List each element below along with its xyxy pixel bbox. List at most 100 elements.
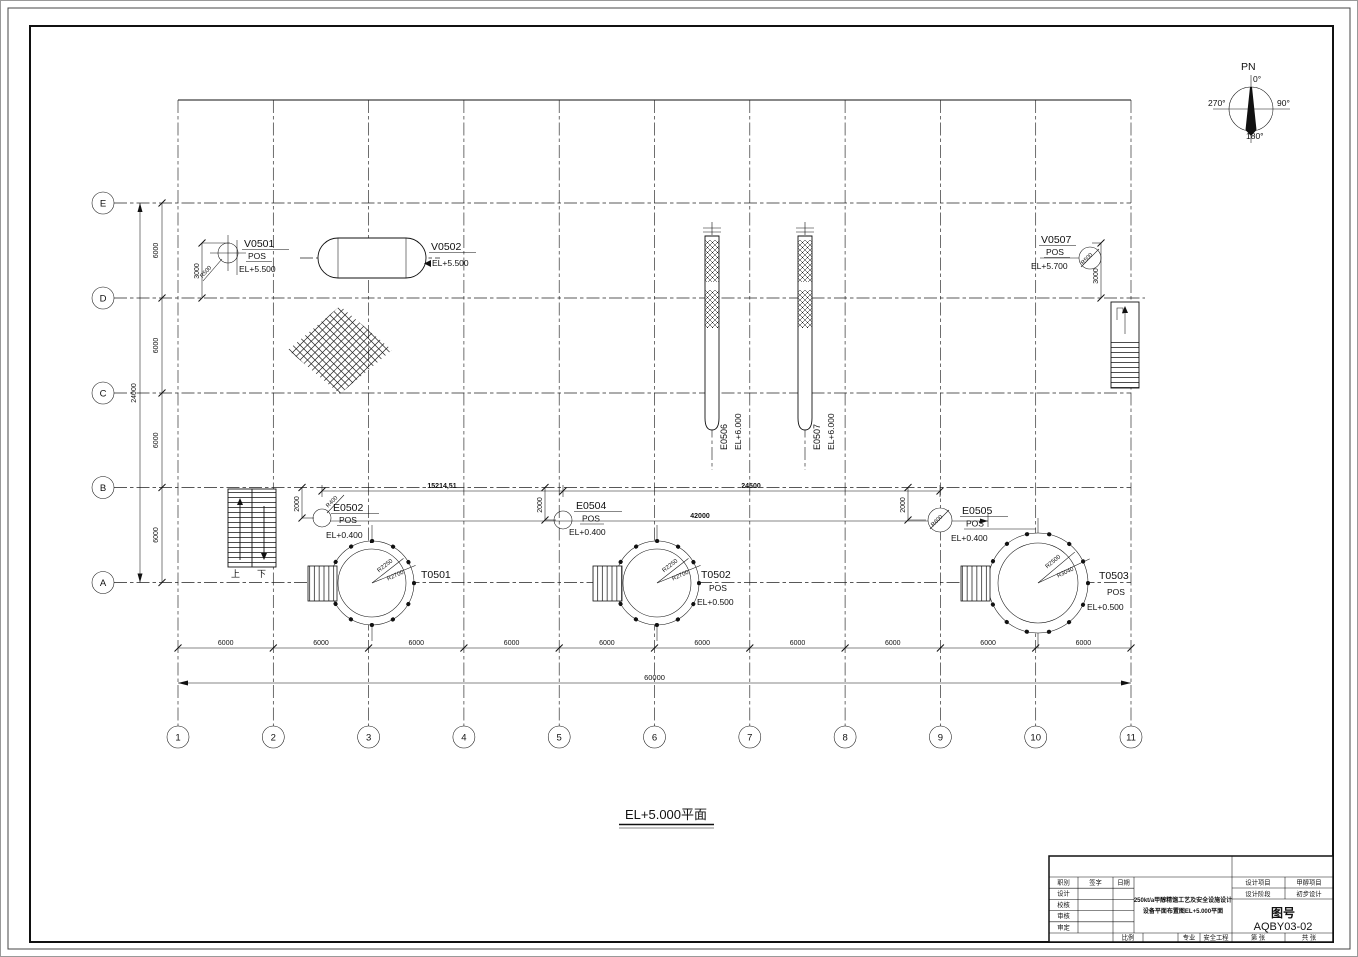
tb-sheet-total: 共 张 [1302, 933, 1317, 942]
tb-stage-value: 初步设计 [1296, 889, 1322, 898]
dim-42000: 42000 [690, 513, 710, 520]
equipment-v0502: V0502 EL+5.500 [300, 237, 476, 279]
e0506-el-label: EL+6.000 [733, 413, 743, 450]
col-dim: 6000 [1076, 640, 1092, 647]
drawing-caption: EL+5.000平面 [619, 807, 714, 829]
row-dim: 6000 [153, 243, 160, 259]
tb-row-check: 校核 [1057, 900, 1070, 909]
tb-project-title-line2: 设备平面布置图EL+5.000平面 [1143, 907, 1223, 915]
tb-row-approve: 审定 [1057, 922, 1070, 931]
tb-project-value: 甲醇项目 [1296, 878, 1321, 887]
e0506-tag: E0506 [719, 424, 729, 450]
e0505-el-label: EL+0.400 [951, 533, 988, 543]
e0507-tag: E0507 [812, 424, 822, 450]
column-bubble-label: 10 [1030, 733, 1041, 744]
tb-row-review: 审核 [1057, 911, 1070, 920]
title-block: 职别 签字 日期 设计 校核 审核 审定 250kt/a甲醇精馏工艺及安全设施设… [1048, 855, 1334, 943]
tb-drawing-no-label: 图号 [1271, 905, 1295, 920]
e0504-el-label: EL+0.400 [569, 527, 606, 537]
tb-stage-label: 设计阶段 [1245, 889, 1271, 898]
col-dim: 6000 [980, 640, 996, 647]
e0504-tag: E0504 [576, 500, 607, 512]
col-dim: 6000 [313, 640, 329, 647]
tb-project-label: 设计项目 [1245, 878, 1270, 887]
t0503-pos-label: POS [1107, 587, 1125, 597]
col-dim: 6000 [885, 640, 901, 647]
e0502-offset-dim: 2000 [294, 496, 301, 512]
t0502-tag: T0502 [701, 569, 731, 581]
compass-needle-icon [1245, 87, 1257, 136]
e0502-tag: E0502 [333, 502, 364, 514]
row-bubble-label: C [100, 389, 107, 400]
col-dim: 6000 [409, 640, 425, 647]
compass-90-label: 90° [1277, 98, 1290, 108]
column-bubble-label: 8 [842, 733, 847, 744]
compass-270-label: 270° [1208, 98, 1226, 108]
tb-header-date: 日期 [1117, 879, 1130, 887]
equipment-e0504: 2000 E0504 POS EL+0.400 [537, 483, 622, 537]
intermediate-dimensions: 15214,51 24500 42000 [318, 483, 989, 527]
row-dimension-chain: 6000 6000 6000 6000 24000 [131, 199, 166, 587]
dim-15214: 15214,51 [427, 483, 456, 490]
t0502-el-label: EL+0.500 [697, 597, 734, 607]
t0501-tag: T0501 [421, 569, 451, 581]
row-bubble-label: A [100, 578, 107, 589]
column-dimension-chain: 6000 6000 6000 6000 6000 6000 6000 6000 … [174, 640, 1135, 686]
v0507-offset-dim: 3000 [1093, 268, 1100, 284]
equipment-t0502: R2250 R2700 T0502 POS EL+0.500 [592, 525, 734, 641]
column-bubble-label: 9 [938, 733, 943, 744]
row-bubble-label: E [100, 199, 106, 210]
v0501-tag: V0501 [244, 238, 275, 250]
compass-180-label: 180° [1246, 131, 1264, 141]
hatched-floor-opening [288, 306, 392, 394]
col-dim: 6000 [694, 640, 710, 647]
e0504-offset-dim: 2000 [537, 497, 544, 513]
t0503-tag: T0503 [1099, 570, 1129, 582]
e0505-pos-label: POS [966, 519, 984, 529]
stair-down-label: 下 [257, 569, 266, 579]
e0505-tag: E0505 [962, 505, 993, 517]
equipment-e0507: E0507 EL+6.000 [796, 222, 836, 470]
tb-scale-label: 比例 [1122, 933, 1135, 942]
v0502-tag: V0502 [431, 241, 462, 253]
row-dim: 6000 [153, 432, 160, 448]
col-total-dim: 60000 [644, 673, 665, 682]
column-bubble-label: 3 [366, 733, 371, 744]
row-dim: 6000 [153, 527, 160, 543]
row-dim: 6000 [153, 338, 160, 354]
stair-left: 上 下 [227, 488, 277, 579]
tb-discipline-value: 安全工程 [1203, 933, 1229, 942]
tb-row-design: 设计 [1057, 889, 1070, 898]
compass-pn-label: PN [1241, 61, 1256, 73]
v0502-el-label: EL+5.500 [432, 258, 469, 268]
caption-text: EL+5.000平面 [625, 807, 707, 822]
tb-sheet-no: 第 张 [1251, 933, 1266, 942]
compass-0-label: 0° [1253, 74, 1261, 84]
tb-discipline-label: 专业 [1183, 933, 1196, 942]
t0503-el-label: EL+0.500 [1087, 602, 1124, 612]
tb-drawing-no: AQBY03-02 [1254, 921, 1313, 933]
col-dim: 6000 [599, 640, 615, 647]
column-bubble-label: 2 [271, 733, 276, 744]
column-bubble-label: 11 [1126, 733, 1136, 744]
v0507-pos-label: POS [1046, 247, 1064, 257]
t0502-pos-label: POS [709, 583, 727, 593]
equipment-e0502: R400 2000 E0502 POS EL+0.400 [294, 483, 379, 540]
row-total-dim: 24000 [131, 383, 138, 403]
e0504-pos-label: POS [582, 514, 600, 524]
equipment-t0503: R2500 R3040 T0503 POS EL+0.500 [960, 518, 1129, 648]
v0501-el-label: EL+5.500 [239, 264, 276, 274]
tb-header-signature: 签字 [1089, 878, 1102, 887]
row-bubble-label: D [100, 294, 107, 305]
col-dim: 6000 [504, 640, 520, 647]
e0507-el-label: EL+6.000 [826, 413, 836, 450]
row-bubble-label: B [100, 483, 106, 494]
column-bubbles: 1 2 3 4 5 6 7 8 9 10 11 [166, 725, 1143, 749]
equipment-e0505: R600 2000 E0505 POS EL+0.400 [900, 483, 1036, 543]
v0501-offset-dim: 3000 [194, 263, 201, 279]
v0501-pos-label: POS [248, 251, 266, 261]
v0507-el-label: EL+5.700 [1031, 261, 1068, 271]
